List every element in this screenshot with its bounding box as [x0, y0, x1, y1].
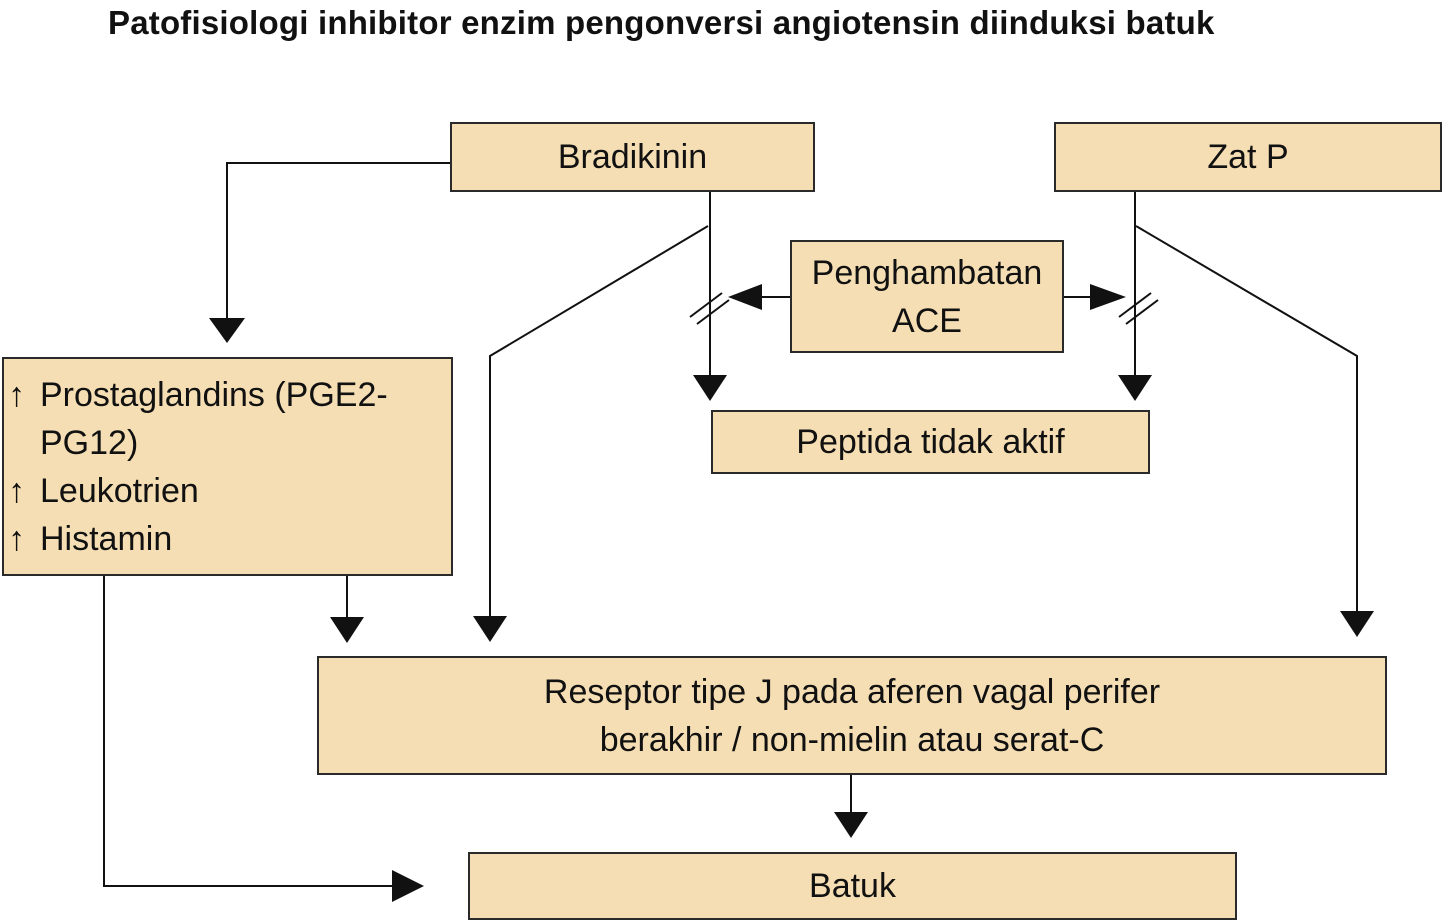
- arrowhead-mediators-reseptor: [330, 617, 364, 643]
- arrowhead-bradikinin-peptida: [693, 375, 727, 401]
- arrowhead-ace-right: [1090, 284, 1126, 310]
- mediator-histamin: ↑ Histamin: [8, 515, 172, 563]
- arrowhead-bradikinin-reseptor: [473, 616, 507, 642]
- node-bradikinin: Bradikinin: [450, 122, 815, 192]
- node-batuk: Batuk: [468, 852, 1237, 920]
- diagram-title: Patofisiologi inhibitor enzim pengonvers…: [108, 4, 1215, 41]
- mediator-prostaglandins-label-2: PG12): [40, 424, 139, 462]
- node-penghambatan-label-2: ACE: [892, 301, 962, 340]
- mediator-histamin-label: Histamin: [40, 520, 173, 558]
- arrowhead-zatp-reseptor: [1340, 611, 1374, 637]
- node-reseptor-label-1: Reseptor tipe J pada aferen vagal perife…: [543, 672, 1161, 711]
- node-peptida-label: Peptida tidak aktif: [796, 423, 1065, 461]
- node-bradikinin-label: Bradikinin: [557, 138, 708, 176]
- arrowhead-ace-left: [728, 284, 762, 310]
- node-penghambatan-label-1: Penghambatan: [811, 253, 1043, 292]
- node-mediators: ↑ Prostaglandins (PGE2- PG12) ↑ Leukotri…: [2, 357, 453, 576]
- arrowhead-mediators: [209, 318, 245, 343]
- increase-arrow-icon: ↑: [8, 376, 25, 414]
- mediator-leukotrien: ↑ Leukotrien: [8, 467, 199, 515]
- increase-arrow-icon: ↑: [8, 472, 25, 510]
- mediator-prostaglandins-cont: PG12): [8, 419, 138, 467]
- node-batuk-label: Batuk: [809, 867, 896, 905]
- arrowhead-zatp-peptida: [1118, 375, 1152, 401]
- block-mark-left-2: [696, 299, 730, 325]
- edge-zatp-to-reseptor: [1135, 225, 1358, 612]
- arrowhead-reseptor-batuk: [834, 812, 868, 838]
- node-reseptor-tipe-j: Reseptor tipe J pada aferen vagal perife…: [317, 656, 1387, 775]
- mediator-leukotrien-label: Leukotrien: [40, 472, 199, 510]
- arrowhead-mediators-batuk: [392, 870, 424, 902]
- node-zat-p: Zat P: [1054, 122, 1442, 192]
- increase-arrow-icon: ↑: [8, 520, 25, 558]
- mediator-prostaglandins: ↑ Prostaglandins (PGE2-: [8, 371, 388, 419]
- node-peptida-tidak-aktif: Peptida tidak aktif: [711, 410, 1150, 474]
- edge-bradikinin-to-mediators: [226, 162, 450, 318]
- node-zat-p-label: Zat P: [1207, 138, 1289, 176]
- mediator-prostaglandins-label: Prostaglandins (PGE2-: [40, 376, 388, 414]
- node-penghambatan-ace: Penghambatan ACE: [790, 240, 1064, 353]
- node-reseptor-label-2: berakhir / non-mielin atau serat-C: [599, 720, 1105, 759]
- block-mark-right-2: [1125, 299, 1159, 325]
- block-mark-left-1: [689, 292, 723, 318]
- block-mark-right-1: [1118, 292, 1152, 318]
- edge-bradikinin-to-reseptor: [489, 225, 709, 617]
